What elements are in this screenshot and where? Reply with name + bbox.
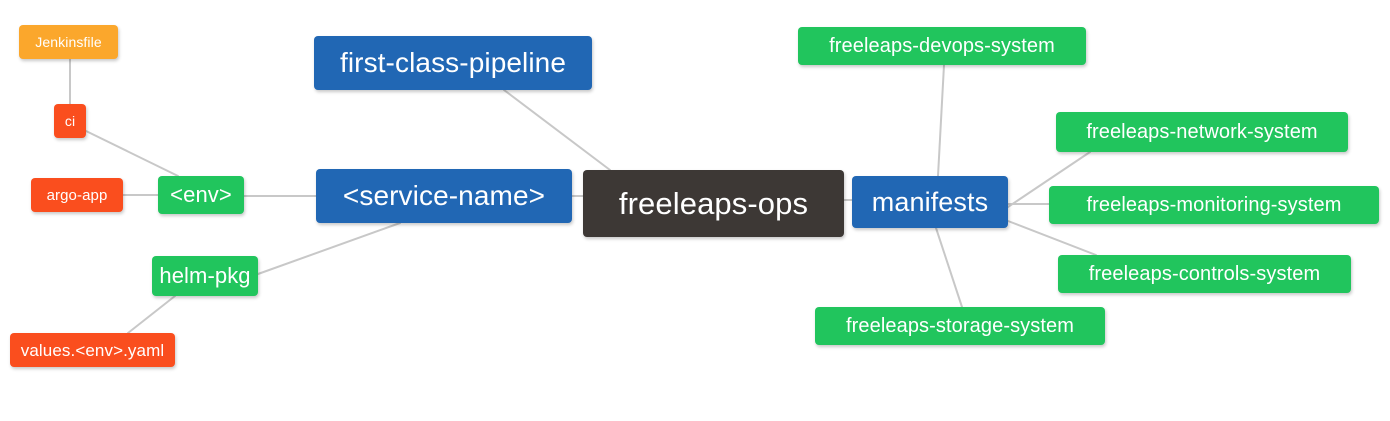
node-label-manifests: manifests [871,186,989,217]
node-label-service-name: <service-name> [342,180,546,211]
node-freeleaps-ops[interactable]: freeleaps-ops [583,170,844,237]
node-label-freeleaps-network-system: freeleaps-network-system [1086,121,1318,143]
node-label-freeleaps-monitoring-system: freeleaps-monitoring-system [1086,194,1342,216]
edge-first-class-pipeline-to-freeleaps-ops [503,89,611,171]
node-label-jenkinsfile: Jenkinsfile [35,34,102,50]
node-label-freeleaps-ops: freeleaps-ops [618,186,809,221]
node-label-helm-pkg: helm-pkg [159,263,251,288]
node-freeleaps-network-system[interactable]: freeleaps-network-system [1056,112,1348,152]
node-freeleaps-storage-system[interactable]: freeleaps-storage-system [815,307,1105,345]
node-values-env-yaml[interactable]: values.<env>.yaml [10,333,175,367]
edge-ci-to-env [85,130,179,177]
node-service-name[interactable]: <service-name> [316,169,572,223]
node-label-argo-app: argo-app [46,186,108,204]
node-label-ci: ci [64,113,76,129]
node-label-env: <env> [170,182,232,207]
node-label-values-env-yaml: values.<env>.yaml [20,340,165,360]
edge-manifests-to-freeleaps-controls-system [1007,220,1097,256]
node-helm-pkg[interactable]: helm-pkg [152,256,258,296]
node-label-freeleaps-devops-system: freeleaps-devops-system [829,35,1055,57]
node-manifests[interactable]: manifests [852,176,1008,228]
node-label-first-class-pipeline: first-class-pipeline [339,47,567,78]
edge-manifests-to-freeleaps-storage-system [935,227,963,308]
edge-manifests-to-freeleaps-devops-system [937,64,945,177]
edge-helm-pkg-to-values-env-yaml [127,295,176,334]
node-label-freeleaps-storage-system: freeleaps-storage-system [845,315,1075,337]
node-freeleaps-controls-system[interactable]: freeleaps-controls-system [1058,255,1351,293]
node-argo-app[interactable]: argo-app [31,178,123,212]
node-freeleaps-monitoring-system[interactable]: freeleaps-monitoring-system [1049,186,1379,224]
node-label-freeleaps-controls-system: freeleaps-controls-system [1088,263,1321,285]
edge-service-name-to-helm-pkg [257,222,401,275]
node-first-class-pipeline[interactable]: first-class-pipeline [314,36,592,90]
node-env[interactable]: <env> [158,176,244,214]
node-freeleaps-devops-system[interactable]: freeleaps-devops-system [798,27,1086,65]
node-jenkinsfile[interactable]: Jenkinsfile [19,25,118,59]
node-ci[interactable]: ci [54,104,86,138]
